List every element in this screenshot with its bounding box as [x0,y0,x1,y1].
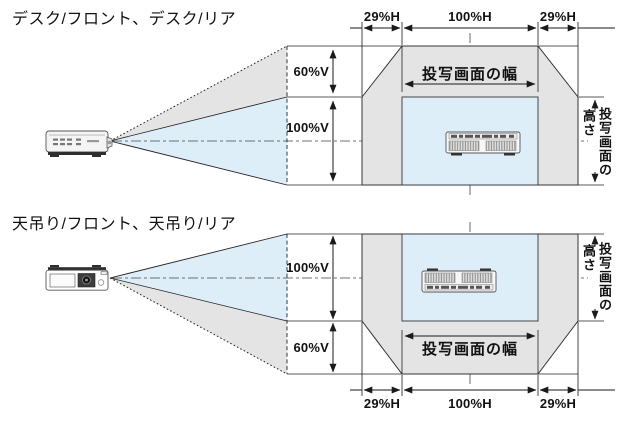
dim-29h-right-ceiling: 29%H [539,396,577,411]
dim-29h-right-desk: 29%H [539,9,577,24]
diagram-title-desk: デスク/フロント、デスク/リア [12,11,237,28]
screen-shift-area-ceiling [361,233,579,375]
projector-top-view-ceiling-icon [421,268,497,293]
image-beam [110,97,287,185]
projector-top-view-desk-icon [445,131,521,156]
screen-height-label-desk: 投写画面の [597,107,612,177]
projection-cone-desk [109,45,288,186]
projection-cone-ceiling [109,233,288,375]
diagram-title-ceiling: 天吊り/フロント、天吊り/リア [12,216,237,233]
projector-side-ceiling-icon [45,265,109,291]
dim-60v-desk: 60%V [293,64,329,79]
screen-shift-area-desk [361,45,579,186]
screen-height-label-ceiling: 投写画面の [597,242,612,312]
dim-60v-ceiling: 60%V [293,340,329,355]
screen-height-label-ceiling-tail: 高さ [581,244,596,272]
dim-100h-desk: 100%H [448,9,492,24]
h-dimension-desk [350,22,615,96]
dim-29h-left-desk: 29%H [363,9,401,24]
screen-width-label-ceiling: 投写画面の幅 [421,341,519,358]
screen-height-label-desk-tail: 高さ [581,109,596,137]
screen-width-label-desk: 投写画面の幅 [421,66,519,83]
image-beam [110,234,287,321]
projector-side-desk-icon [45,130,113,157]
h-dimension-ceiling [350,322,615,396]
dim-100h-ceiling: 100%H [448,396,492,411]
dim-29h-left-ceiling: 29%H [363,396,401,411]
dim-100v-ceiling: 100%V [286,260,329,275]
dim-100v-desk: 100%V [286,120,329,135]
